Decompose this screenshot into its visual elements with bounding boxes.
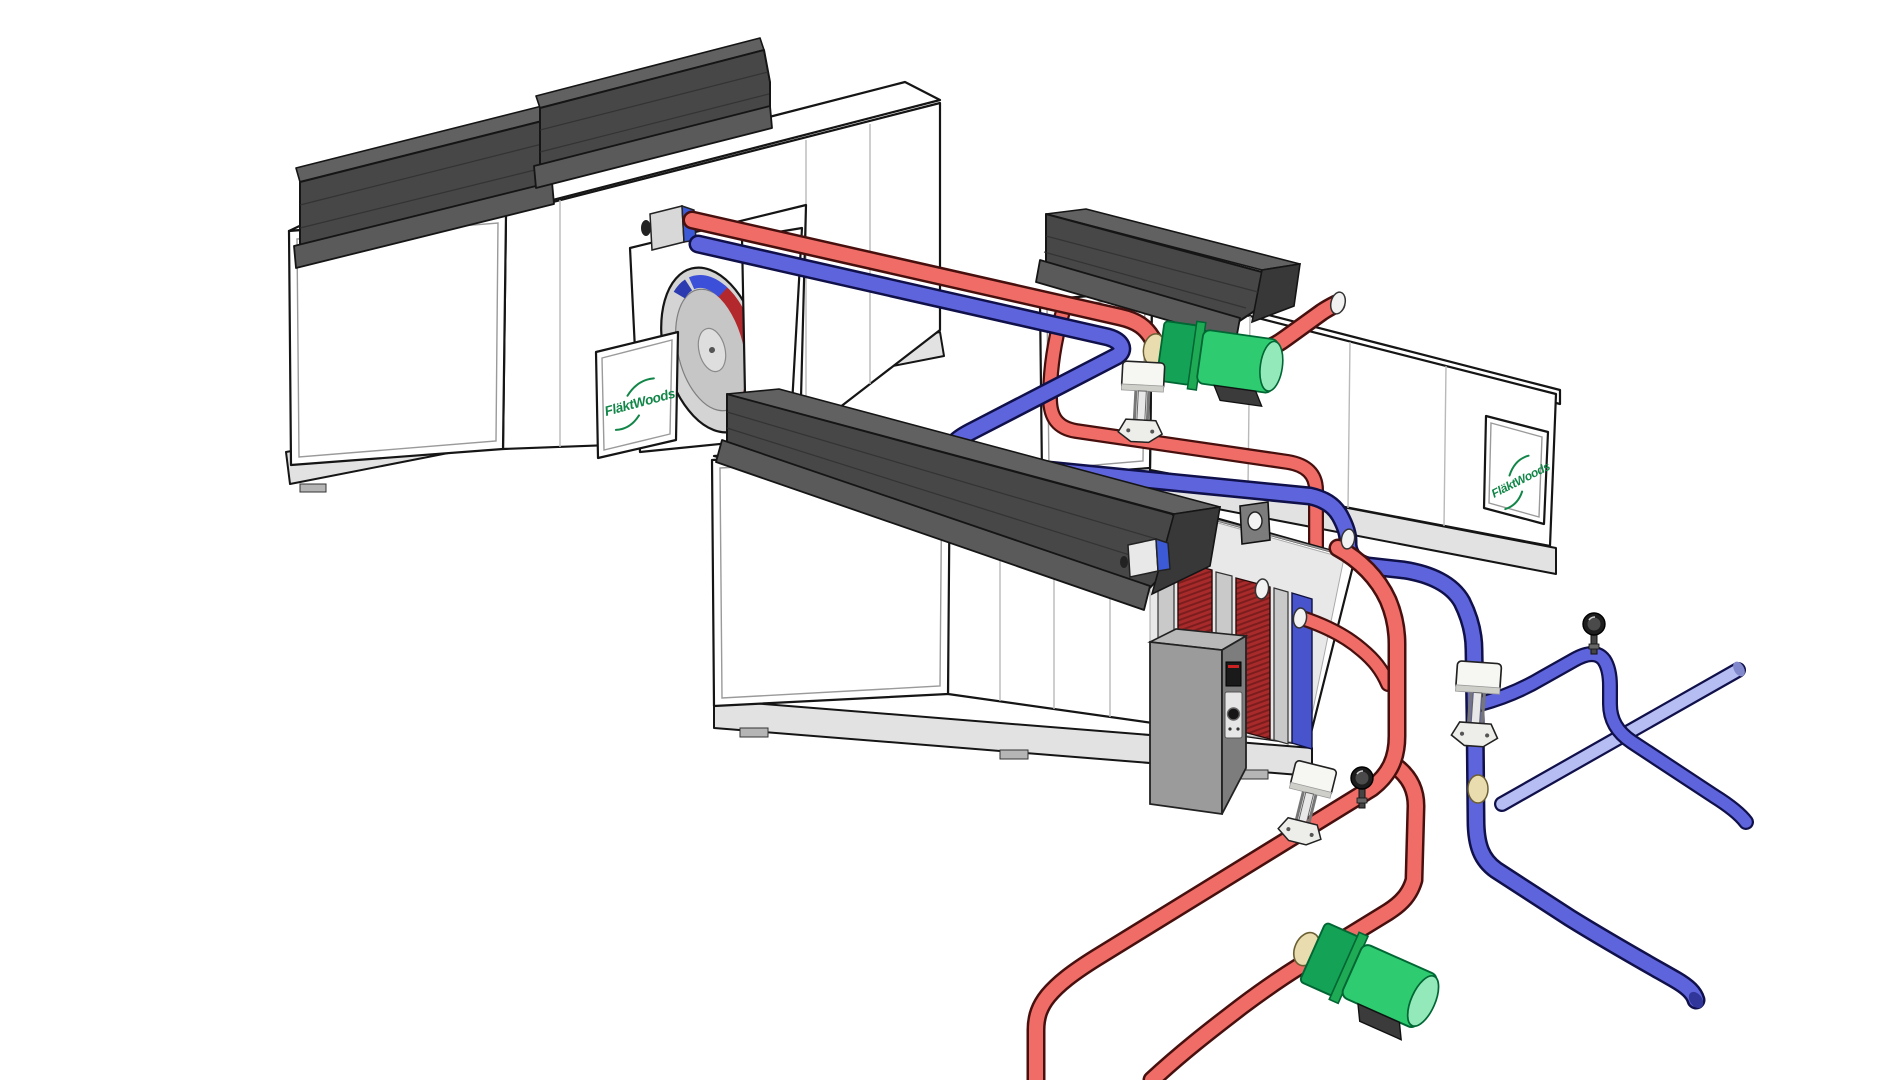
coil-flange-cold — [1340, 528, 1356, 550]
gauge-glint — [1588, 616, 1596, 621]
valve-bolt — [1286, 827, 1291, 832]
circulation-pump-1 — [1142, 320, 1284, 408]
coil-flange-hot-2 — [1292, 607, 1308, 629]
logo-swoosh-bottom — [614, 414, 640, 431]
actuator-box — [649, 205, 685, 251]
valve-stem — [1470, 691, 1483, 725]
pump-motor-cap — [1406, 974, 1440, 1027]
valve-bolt — [1485, 733, 1490, 738]
hood-body — [539, 49, 771, 171]
intake-hood-rear — [533, 37, 773, 189]
vfd-button — [1236, 727, 1240, 731]
gauge-nut — [1588, 643, 1600, 650]
damper-actuator-front — [1120, 537, 1171, 578]
wall-entry-flange — [1329, 291, 1347, 315]
intake-hood — [1035, 208, 1301, 341]
actuator-box — [1127, 538, 1159, 578]
control-valve-2 — [1450, 660, 1503, 748]
actuator-knob — [1120, 556, 1128, 568]
pump-terminal-box — [1213, 384, 1263, 408]
valve-bolt — [1150, 429, 1155, 434]
intake-hood-front — [293, 105, 555, 269]
coil-spacer — [1273, 587, 1289, 745]
valve-stem-rail — [1294, 791, 1305, 822]
return-hot-pipe — [1029, 541, 1404, 1080]
hood-ribs — [299, 141, 552, 229]
cold-pipe-end-cap — [1688, 991, 1704, 1009]
pressure-gauge-2 — [1350, 766, 1374, 809]
valve-bolt — [1309, 832, 1314, 837]
left-ahu: FläktWoods — [285, 37, 945, 493]
vfd-cabinet — [1147, 628, 1249, 816]
vfd-button — [1228, 727, 1232, 731]
hood-body — [1045, 213, 1263, 323]
circulation-pump-2 — [1292, 922, 1440, 1041]
valve-body — [1450, 721, 1499, 748]
bypass-cold-pipe — [1474, 648, 1752, 828]
valve-bolt — [1459, 731, 1465, 736]
run-around-piping-lower — [1026, 528, 1754, 1080]
vfd-front — [1149, 640, 1223, 816]
pump-terminal-box — [1357, 1002, 1402, 1041]
valve-stem-rail — [1466, 692, 1473, 724]
actuator-dial — [1247, 511, 1263, 531]
valve-body — [1277, 816, 1322, 846]
control-valve-1 — [1117, 360, 1166, 444]
coil-stub-hot-2 — [1296, 612, 1394, 690]
front-ahu — [710, 388, 1360, 816]
hood-end-face — [1250, 263, 1301, 324]
logo-swoosh-top — [1508, 454, 1530, 477]
logo-door: FläktWoods — [594, 330, 680, 460]
hood-ribs — [1043, 235, 1259, 309]
valve-bolt — [1126, 428, 1131, 433]
gauge-nut — [1356, 797, 1368, 804]
fan-hub-center — [709, 347, 715, 353]
actuator-knob — [641, 220, 651, 236]
pump-line-hot — [1145, 761, 1423, 1080]
valve-stem — [1136, 390, 1147, 422]
door-panel — [1482, 414, 1550, 526]
valve-body — [1117, 418, 1164, 444]
cold-pipe-light-end-cap — [1733, 661, 1745, 677]
gauge-glint — [1356, 770, 1364, 775]
cooling-coil-slab — [1291, 592, 1313, 750]
hood-ribs — [726, 411, 1161, 563]
hood-skirt — [533, 105, 773, 189]
hood-skirt — [715, 439, 1151, 611]
coil-flange-hot-1 — [1254, 578, 1270, 600]
intake-hood — [715, 388, 1221, 611]
door-panel — [594, 330, 680, 460]
door-frame — [601, 339, 673, 451]
vfd-dial — [1226, 707, 1241, 721]
fan-blue-segment — [664, 274, 760, 426]
valve-stem-rail — [1145, 391, 1151, 422]
gauge-face — [1355, 771, 1369, 785]
valve-stem-rail — [1307, 794, 1318, 825]
pipe-coupling — [1467, 774, 1489, 804]
logo-swoosh-top — [626, 377, 655, 397]
door-frame — [1488, 422, 1543, 518]
hood-skirt — [293, 181, 555, 269]
damper-actuator-rear — [1239, 501, 1271, 545]
valve-stem-rail — [1480, 693, 1486, 725]
logo-door: FläktWoods — [1482, 414, 1553, 526]
logo-swoosh-bottom — [1504, 490, 1524, 511]
pressure-gauge-1 — [1582, 612, 1606, 655]
valve-stem-rail — [1132, 390, 1138, 421]
pump-motor-cap — [1259, 340, 1284, 392]
hood-ribs — [539, 71, 770, 153]
gauge-face — [1587, 617, 1601, 631]
actuator-blue-face — [1155, 537, 1171, 572]
vfd-display-line — [1228, 665, 1239, 668]
control-valve-3 — [1277, 760, 1338, 846]
